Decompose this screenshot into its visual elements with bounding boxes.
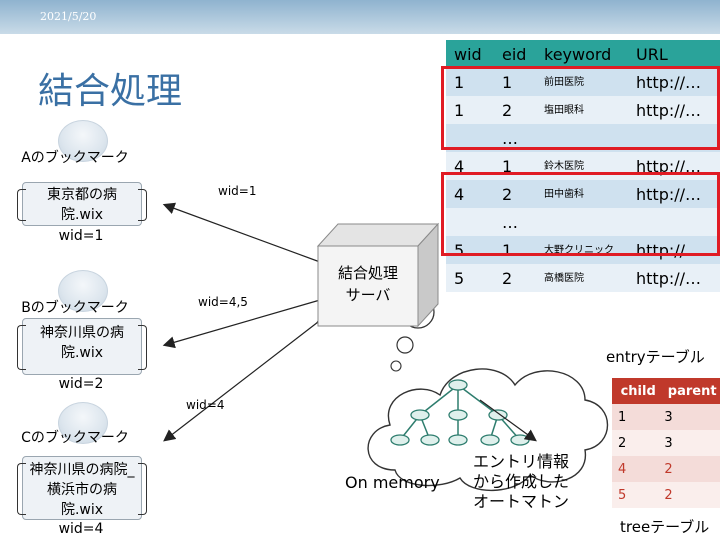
tree-col-child: child bbox=[620, 383, 656, 399]
client-b-file-box[interactable]: 神奈川県の病院.wix bbox=[17, 318, 147, 375]
memory-label: On memory bbox=[345, 473, 440, 492]
server-label: 結合処理 サーバ bbox=[318, 262, 418, 306]
cloud-bubble-2 bbox=[396, 336, 414, 354]
client-a-file: 東京都の病院.wix bbox=[47, 187, 117, 223]
edge-c-label: wid=4 bbox=[186, 398, 225, 412]
client-a-owner: Aのブックマーク bbox=[21, 150, 129, 166]
automaton-caption-line3: オートマトン bbox=[472, 492, 569, 511]
automaton-nodes bbox=[390, 379, 530, 446]
client-b-owner: Bのブックマーク bbox=[21, 300, 129, 316]
client-a-wid: wid=1 bbox=[58, 228, 104, 244]
tree-table-header: child parent bbox=[612, 378, 720, 404]
tree-table-caption: treeテーブル bbox=[620, 518, 710, 536]
entry-table-caption: entryテーブル bbox=[606, 348, 705, 366]
client-b-file: 神奈川県の病院.wix bbox=[40, 325, 124, 361]
edge-c-line bbox=[163, 311, 330, 442]
server-cube bbox=[316, 222, 440, 328]
client-b-avatar bbox=[58, 270, 108, 312]
client-a-file-box[interactable]: 東京都の病院.wix bbox=[17, 182, 147, 226]
memory-cloud bbox=[367, 368, 609, 492]
edge-b-label: wid=4,5 bbox=[198, 295, 248, 309]
entry-col-wid: wid bbox=[454, 44, 482, 64]
client-c-file-box[interactable]: 神奈川県の病院_横浜市の病院.wix bbox=[17, 456, 147, 520]
automaton-caption: エントリ情報 から作成した オートマトン bbox=[462, 452, 580, 512]
cloud-to-tree-arrow bbox=[479, 399, 537, 442]
slide-header-bar bbox=[0, 0, 720, 34]
entry-table-header: wid eid keyword URL bbox=[446, 40, 720, 68]
client-b-wid: wid=2 bbox=[58, 376, 104, 392]
highlight-wid4-rows bbox=[441, 172, 720, 256]
server-label-line2: サーバ bbox=[345, 286, 391, 304]
highlight-wid1-rows bbox=[441, 66, 720, 150]
automaton-caption-line1: エントリ情報 bbox=[472, 452, 569, 471]
client-a-avatar bbox=[58, 120, 108, 162]
table-row: … bbox=[446, 208, 720, 236]
tree-col-parent: parent bbox=[667, 383, 717, 399]
edge-a-label: wid=1 bbox=[218, 184, 257, 198]
client-c-wid: wid=4 bbox=[58, 521, 104, 537]
edge-a-line bbox=[162, 202, 332, 271]
automaton-caption-line2: から作成した bbox=[472, 472, 569, 491]
slide-date: 2021/5/20 bbox=[40, 10, 97, 23]
server-label-line1: 結合処理 bbox=[337, 264, 398, 282]
entry-col-keyword: keyword bbox=[544, 44, 612, 64]
entry-col-url: URL bbox=[636, 44, 668, 64]
entry-col-eid: eid bbox=[502, 44, 527, 64]
client-c-owner: Cのブックマーク bbox=[21, 430, 129, 446]
slide-title: 結合処理 bbox=[38, 71, 183, 112]
cloud-bubble-3 bbox=[390, 360, 402, 372]
client-c-avatar bbox=[58, 402, 108, 444]
client-c-file: 神奈川県の病院_横浜市の病院.wix bbox=[29, 462, 135, 518]
